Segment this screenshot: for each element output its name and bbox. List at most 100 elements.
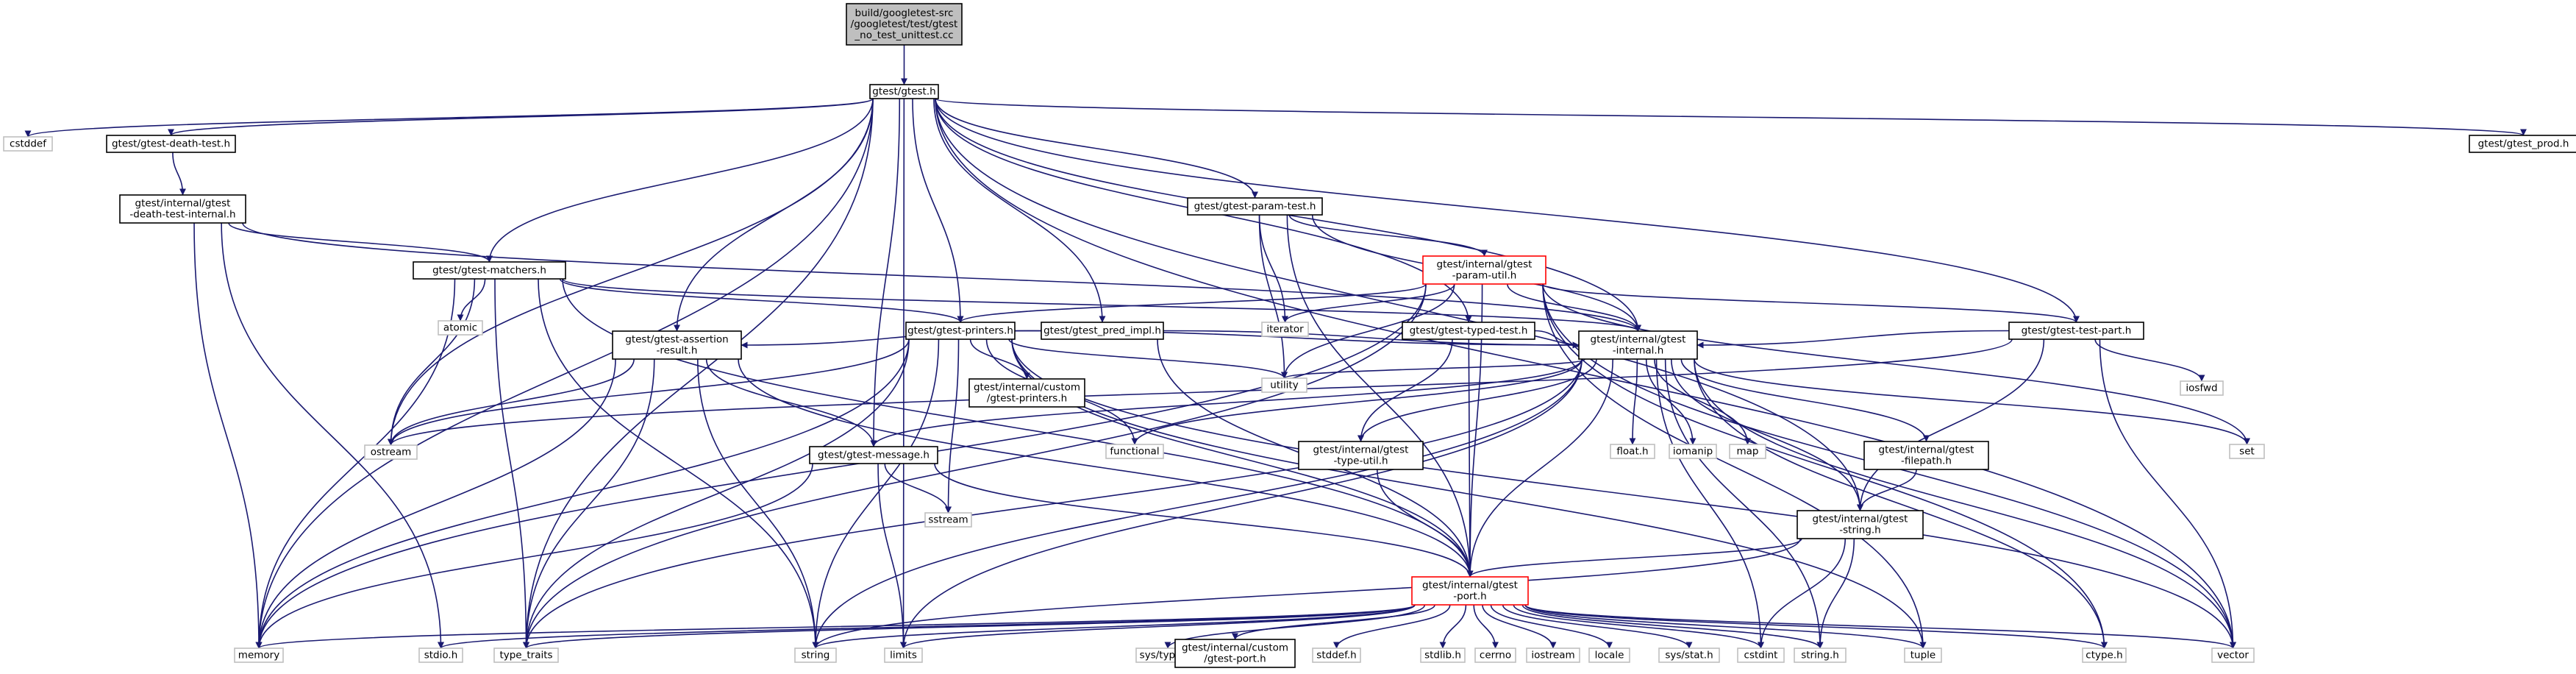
edge-assertion-to-memory	[255, 358, 616, 649]
edge-test-part-to-internal	[1696, 330, 2010, 349]
node-stdlib-h[interactable]: stdlib.h	[1420, 648, 1466, 663]
node-label: map	[1737, 446, 1759, 458]
edge-port-to-stddef-h	[1333, 604, 1451, 649]
edge-port-to-memory	[255, 604, 1416, 649]
node-sstream[interactable]: sstream	[924, 512, 972, 528]
node-box	[1105, 444, 1164, 459]
node-vector[interactable]: vector	[2211, 648, 2255, 663]
edge-internal-to-utility	[1281, 358, 1586, 379]
node-label: cstddef	[10, 138, 47, 150]
node-test-part[interactable]: gtest/gtest-test-part.h	[2008, 322, 2144, 340]
node-locale[interactable]: locale	[1588, 648, 1630, 663]
node-box	[1420, 648, 1466, 663]
node-box	[1411, 576, 1529, 606]
node-box	[1729, 444, 1766, 459]
node-type-traits[interactable]: type_traits	[493, 648, 559, 663]
node-label: locale	[1595, 650, 1624, 661]
node-custom-port[interactable]: gtest/internal/custom/gtest-port.h	[1174, 639, 1296, 668]
node-box	[869, 84, 939, 99]
edge-param-test-to-utility	[1258, 214, 1288, 379]
edge-death-internal-to-internal	[242, 222, 1641, 332]
node-label: cstdint	[1744, 650, 1778, 661]
node-set[interactable]: set	[2229, 444, 2265, 459]
node-string[interactable]: string	[794, 648, 837, 663]
node-pred-impl[interactable]: gtest/gtest_pred_impl.h	[1041, 322, 1164, 340]
node-param-util[interactable]: gtest/internal/gtest-param-util.h	[1422, 255, 1546, 285]
node-matchers[interactable]: gtest/gtest-matchers.h	[413, 261, 566, 280]
node-iostream[interactable]: iostream	[1526, 648, 1580, 663]
node-iosfwd[interactable]: iosfwd	[2180, 380, 2224, 396]
node-printers[interactable]: gtest/gtest-printers.h	[905, 322, 1016, 340]
node-cerrno[interactable]: cerrno	[1474, 648, 1516, 663]
edge-param-util-to-printers	[957, 283, 1427, 323]
node-label: gtest/gtest-death-test.h	[112, 138, 230, 150]
node-type-util[interactable]: gtest/internal/gtest-type-util.h	[1298, 441, 1424, 470]
node-functional[interactable]: functional	[1105, 444, 1164, 459]
node-stddef-h[interactable]: stddef.h	[1312, 648, 1361, 663]
edge-param-util-to-utility	[1281, 283, 1455, 379]
edge-gtest-h-to-test-part	[935, 98, 2080, 323]
edge-port-to-custom-port	[1232, 604, 1435, 640]
node-iterator[interactable]: iterator	[1261, 322, 1309, 337]
node-label: _no_test_unittest.cc	[854, 29, 953, 41]
node-message[interactable]: gtest/gtest-message.h	[809, 446, 938, 464]
node-label: gtest/internal/gtest	[1813, 514, 1908, 525]
node-gtest-h[interactable]: gtest/gtest.h	[869, 84, 939, 99]
edge-internal-to-cstdint	[1655, 358, 1764, 649]
node-box	[1422, 255, 1546, 285]
node-utility[interactable]: utility	[1261, 377, 1307, 393]
node-custom-printers[interactable]: gtest/internal/custom/gtest-printers.h	[968, 378, 1085, 408]
edge-matchers-to-type-traits	[494, 278, 529, 649]
node-filepath[interactable]: gtest/internal/gtest-filepath.h	[1863, 441, 1989, 470]
node-label: sys/stat.h	[1665, 650, 1713, 661]
node-label: string.h	[1801, 650, 1839, 661]
node-port[interactable]: gtest/internal/gtest-port.h	[1411, 576, 1529, 606]
edge-gtest-h-to-message	[870, 98, 901, 447]
edge-matchers-to-internal	[562, 278, 1641, 332]
edge-port-to-sys-stat	[1502, 604, 1693, 649]
node-label: functional	[1110, 446, 1159, 458]
node-stdio-h[interactable]: stdio.h	[418, 648, 463, 663]
node-death-test[interactable]: gtest/gtest-death-test.h	[106, 135, 236, 153]
node-box	[1794, 648, 1847, 663]
edge-istring-to-cstdint	[1758, 538, 1847, 649]
node-param-test[interactable]: gtest/gtest-param-test.h	[1187, 197, 1323, 216]
edge-internal-to-type-traits	[523, 358, 1583, 649]
edge-death-test-to-death-internal	[172, 152, 186, 196]
node-float-h[interactable]: float.h	[1610, 444, 1655, 459]
edge-death-internal-to-memory	[193, 222, 263, 649]
node-istring[interactable]: gtest/internal/gtest-string.h	[1797, 510, 1924, 539]
node-ctype-h[interactable]: ctype.h	[2082, 648, 2127, 663]
edge-port-to-limits	[900, 604, 1416, 649]
node-label: iosfwd	[2186, 383, 2217, 394]
edge-assertion-to-ostream	[388, 358, 635, 446]
node-tuple[interactable]: tuple	[1904, 648, 1942, 663]
node-memory[interactable]: memory	[234, 648, 284, 663]
node-string-h[interactable]: string.h	[1794, 648, 1847, 663]
node-cstdint[interactable]: cstdint	[1737, 648, 1785, 663]
node-label: type_traits	[499, 650, 552, 661]
node-iomanip[interactable]: iomanip	[1669, 444, 1717, 459]
edge-port-to-iostream	[1482, 604, 1557, 649]
node-death-internal[interactable]: gtest/internal/gtest-death-test-internal…	[119, 194, 246, 224]
node-ostream[interactable]: ostream	[364, 444, 418, 460]
edge-internal-to-port	[1466, 358, 1614, 578]
node-cstddef[interactable]: cstddef	[3, 136, 53, 152]
node-map[interactable]: map	[1729, 444, 1766, 459]
node-internal[interactable]: gtest/internal/gtest-internal.h	[1578, 330, 1698, 360]
edge-typed-test-to-port	[1466, 338, 1474, 578]
edge-matchers-to-ostream	[388, 278, 476, 446]
node-assertion[interactable]: gtest/gtest-assertion-result.h	[612, 330, 742, 360]
node-sys-stat[interactable]: sys/stat.h	[1658, 648, 1720, 663]
node-root[interactable]: build/googletest-src/googletest/test/gte…	[846, 3, 963, 46]
node-label: /gtest-port.h	[1204, 653, 1266, 665]
node-limits[interactable]: limits	[884, 648, 923, 663]
edge-printers-to-sstream	[945, 338, 960, 514]
edge-assertion-to-port	[738, 358, 1474, 578]
node-atomic[interactable]: atomic	[438, 320, 483, 336]
node-typed-test[interactable]: gtest/gtest-typed-test.h	[1402, 322, 1535, 340]
edge-param-util-to-ctype-h	[1542, 283, 2108, 649]
node-prod[interactable]: gtest/gtest_prod.h	[2469, 135, 2576, 153]
node-label: gtest/gtest-test-part.h	[2022, 325, 2132, 337]
node-label: float.h	[1616, 446, 1648, 458]
